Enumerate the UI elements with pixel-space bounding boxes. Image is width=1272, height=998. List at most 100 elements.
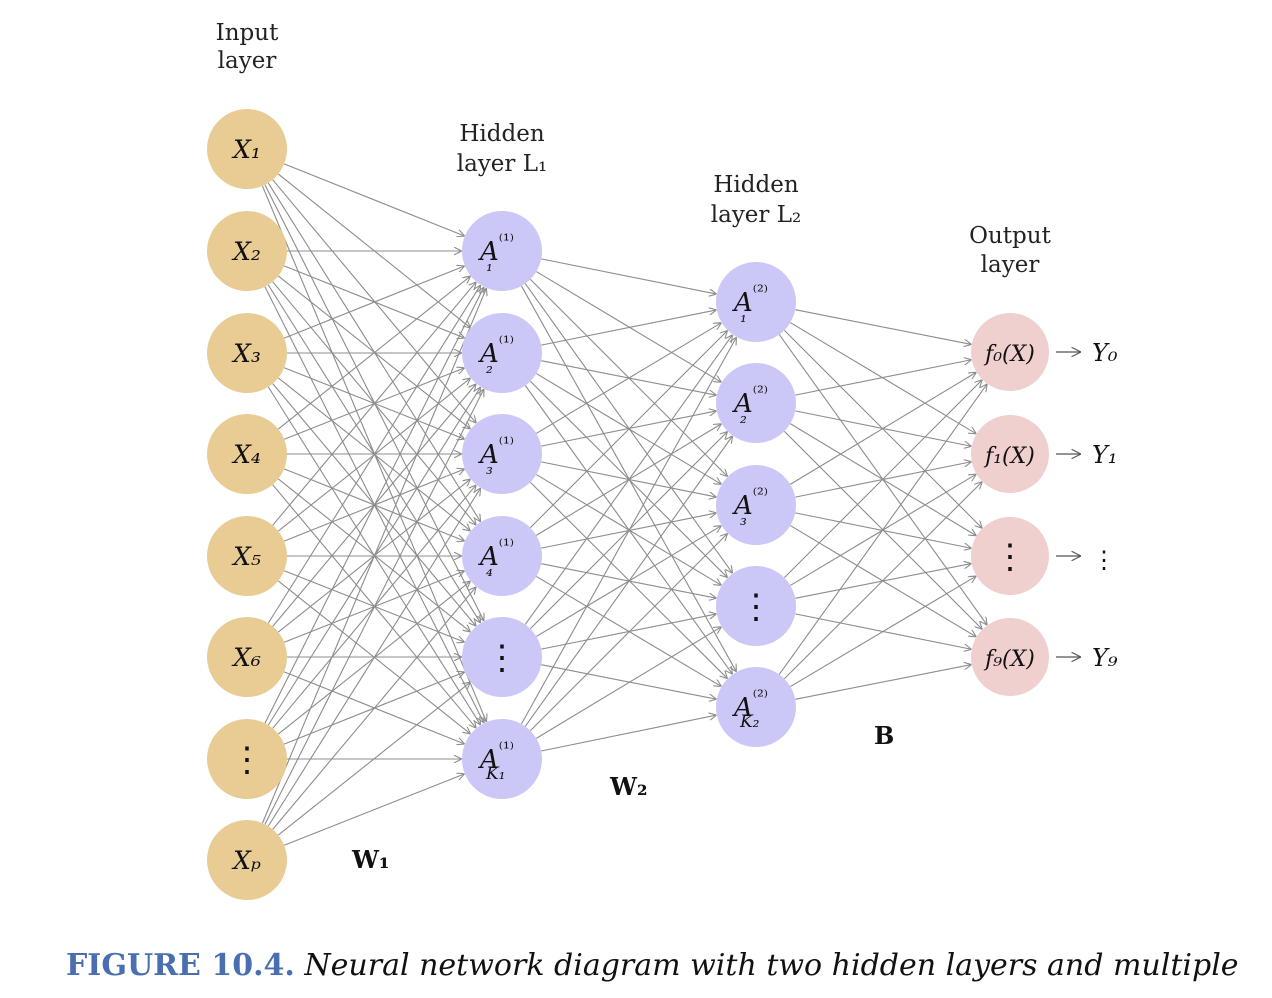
- output-node-0: f₀(X): [971, 313, 1049, 391]
- edge-l2-4-2: [790, 576, 975, 688]
- weight-label-b: B: [874, 721, 894, 750]
- edge-l1-5-3: [535, 627, 721, 739]
- hidden1-node-4: ⋮: [462, 617, 542, 697]
- edge-l0-3-0: [277, 277, 470, 430]
- edge-l0-5-0: [267, 286, 480, 624]
- edge-l1-3-0: [529, 331, 727, 529]
- edge-l2-4-1: [783, 482, 981, 680]
- hidden1-node-1: A⁽¹⁾₂: [462, 313, 542, 393]
- edge-l1-1-0: [541, 310, 716, 346]
- ellipsis-label: ⋮: [739, 587, 773, 627]
- node-circle: [716, 363, 796, 443]
- edge-l0-6-0: [264, 288, 484, 724]
- edge-l1-4-3: [541, 614, 716, 650]
- weight-label-w1: W₁: [351, 845, 389, 874]
- edge-l2-2-0: [789, 373, 975, 485]
- node-label: A⁽²⁾₃: [732, 485, 768, 530]
- node-circle: [462, 211, 542, 291]
- nodes: X₁ X₂ X₃ X₄ X₅ X₆ ⋮ Xₚ A⁽¹⁾₁ A⁽¹⁾₂ A⁽¹⁾₃ A⁽¹⁾₄ ⋮ A⁽¹⁾…: [207, 109, 1118, 900]
- node-circle: [207, 211, 287, 291]
- input-layer-label-line2: layer: [218, 48, 277, 74]
- ellipsis-label: ⋮: [230, 740, 264, 780]
- hidden2-node-3: ⋮: [716, 566, 796, 646]
- input-node-2: X₃: [207, 313, 287, 393]
- input-node-6: ⋮: [207, 719, 287, 799]
- node-circle: [716, 262, 796, 342]
- input-node-3: X₄: [207, 414, 287, 494]
- node-circle: [462, 719, 542, 799]
- hidden1-layer-label-line1: Hidden: [459, 121, 544, 147]
- output-node-1: f₁(X): [971, 415, 1049, 493]
- node-circle: [207, 109, 287, 189]
- node-circle: [207, 719, 287, 799]
- node-circle: [207, 313, 287, 393]
- edge-l1-2-1: [541, 411, 716, 447]
- input-node-0: X₁: [207, 109, 287, 189]
- node-label: A⁽¹⁾K₁: [478, 739, 514, 784]
- node-label: X₄: [231, 440, 261, 469]
- node-label: A⁽¹⁾₄: [478, 536, 514, 581]
- edge-l1-0-0: [541, 258, 716, 294]
- output-y-label-0: Y₀: [1092, 339, 1118, 367]
- connections: [261, 163, 986, 846]
- input-node-5: X₆: [207, 617, 287, 697]
- edge-l2-0-0: [795, 309, 971, 345]
- node-label: X₁: [231, 135, 261, 164]
- node-circle: [462, 313, 542, 393]
- edge-l0-7-2: [267, 489, 480, 827]
- hidden1-layer-label-line2: layer L₁: [457, 151, 547, 177]
- node-circle: [462, 617, 542, 697]
- edge-l1-5-2: [529, 534, 727, 732]
- edge-l0-7-5: [283, 774, 464, 846]
- edge-l2-1-0: [795, 360, 971, 396]
- output-y-label-2: ⋮: [1092, 546, 1116, 574]
- edge-l0-4-0: [272, 282, 476, 526]
- edge-l0-7-4: [277, 683, 470, 836]
- node-label: f₀(X): [983, 342, 1035, 367]
- output-layer-label-line2: layer: [981, 252, 1040, 278]
- figure-caption: FIGURE 10.4. Neural network diagram with…: [66, 948, 1272, 983]
- node-circle: [971, 618, 1049, 696]
- node-label: X₃: [231, 339, 261, 368]
- input-node-4: X₅: [207, 516, 287, 596]
- hidden1-node-0: A⁽¹⁾₁: [462, 211, 542, 291]
- hidden2-node-4: A⁽²⁾K₂: [716, 667, 796, 747]
- node-circle: [971, 517, 1049, 595]
- hidden2-node-1: A⁽²⁾₂: [716, 363, 796, 443]
- node-circle: [207, 820, 287, 900]
- node-circle: [207, 414, 287, 494]
- edge-l1-2-4: [529, 481, 727, 678]
- input-layer-label-line1: Input: [216, 20, 279, 46]
- caption-text: Neural network diagram with two hidden l…: [304, 948, 1239, 983]
- figure-number: FIGURE 10.4.: [66, 948, 295, 983]
- edge-l1-5-1: [524, 436, 732, 727]
- node-label: X₅: [231, 542, 261, 571]
- node-label: A⁽¹⁾₁: [478, 231, 514, 276]
- node-label: Xₚ: [231, 846, 261, 875]
- node-label: X₂: [231, 237, 261, 266]
- node-label: A⁽¹⁾₃: [478, 434, 514, 479]
- node-circle: [716, 566, 796, 646]
- hidden2-layer-label-line1: Hidden: [713, 172, 798, 198]
- node-circle: [716, 667, 796, 747]
- node-label: A⁽¹⁾₂: [478, 333, 514, 378]
- node-circle: [462, 516, 542, 596]
- hidden2-node-0: A⁽²⁾₁: [716, 262, 796, 342]
- node-label: A⁽²⁾₂: [732, 383, 768, 428]
- node-label: A⁽²⁾K₂: [732, 687, 768, 732]
- hidden1-node-3: A⁽¹⁾₄: [462, 516, 542, 596]
- node-circle: [207, 516, 287, 596]
- hidden2-node-2: A⁽²⁾₃: [716, 465, 796, 545]
- node-circle: [462, 414, 542, 494]
- edge-l1-4-0: [524, 335, 732, 625]
- node-label: X₆: [231, 643, 261, 672]
- edge-l1-5-0: [520, 338, 736, 725]
- input-node-7: Xₚ: [207, 820, 287, 900]
- node-circle: [971, 415, 1049, 493]
- neural-network-diagram: X₁ X₂ X₃ X₄ X₅ X₆ ⋮ Xₚ A⁽¹⁾₁ A⁽¹⁾₂ A⁽¹⁾₃ A⁽¹⁾₄ ⋮ A⁽¹⁾…: [207, 20, 1118, 900]
- weight-label-w2: W₂: [609, 772, 647, 801]
- output-y-label-1: Y₁: [1092, 441, 1117, 469]
- node-circle: [971, 313, 1049, 391]
- edge-l1-0-1: [536, 271, 720, 382]
- edge-l0-0-2: [272, 179, 476, 423]
